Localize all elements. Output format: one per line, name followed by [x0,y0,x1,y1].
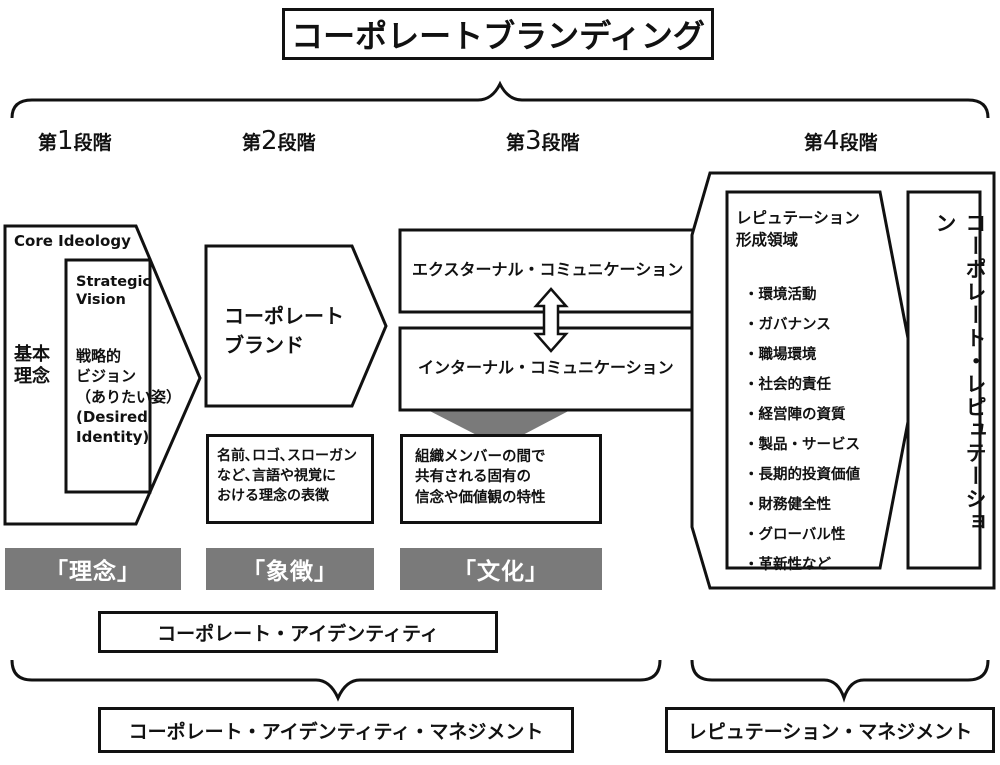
corporate-identity-box: コーポレート・アイデンティティ [98,611,498,653]
stage-suffix: 段階 [839,132,878,154]
basic-philosophy-label: 基本 理念 [14,344,50,387]
external-communication-label: エクスターナル・コミュニケーション [412,260,684,279]
internal-communication-label: インターナル・コミュニケーション [418,358,674,377]
list-item: ・職場環境 [744,347,817,363]
stage-number: 2 [261,126,278,156]
top-brace [10,80,990,119]
page-title: コーポレートブランディング [282,8,714,60]
stage-number: 4 [823,126,840,156]
stage-1-heading: 第1段階 [38,126,112,156]
corporate-brand-label: コーポレート ブランド [224,304,344,357]
strategic-vision-en: Strategic Vision [76,274,152,309]
stage3-desc-box: 組織メンバーの間で 共有される固有の 信念や価値観の特性 [400,434,602,524]
core-ideology-label: Core Ideology [14,232,131,250]
stage3-gray-triangle [420,406,578,447]
list-item: ・社会的責任 [744,377,831,393]
label-philosophy: 「理念」 [5,548,181,590]
stage4-arrow [725,190,918,570]
stage3-desc: 組織メンバーの間で 共有される固有の 信念や価値観の特性 [415,449,546,506]
stage-prefix: 第 [242,132,262,154]
stage-suffix: 段階 [73,132,112,154]
stage2-desc-box: 名前､ロゴ､スローガン など､言語や視覚に おける理念の表徴 [206,434,374,524]
stage2-arrow [204,244,388,408]
list-item: ・製品・サービス [744,437,860,453]
stage2-desc: 名前､ロゴ､スローガン など､言語や視覚に おける理念の表徴 [217,448,357,504]
list-item: ・ガバナンス [744,317,831,333]
stage-suffix: 段階 [277,132,316,154]
list-item: ・グローバル性 [744,527,846,543]
stage1-inner-box [64,258,152,494]
bottom-right-brace [690,659,990,703]
stage-3-heading: 第3段階 [506,126,580,156]
reputation-items-list: ・環境活動 ・ガバナンス ・職場環境 ・社会的責任 ・経営陣の資質 ・製品・サー… [744,283,860,583]
reputation-area-title: レピュテーション 形成領域 [736,209,860,249]
stage-2-heading: 第2段階 [242,126,316,156]
bottom-left-brace [10,659,662,702]
stage-number: 1 [57,126,74,156]
list-item: ・長期的投資価値 [744,467,860,483]
stage-prefix: 第 [38,132,58,154]
list-item: ・財務健全性 [744,497,831,513]
double-arrow [533,287,569,353]
stage-prefix: 第 [804,132,824,154]
corporate-reputation-label: コーポレート・レピュテーション [933,212,987,534]
reputation-management-box: レピュテーション・マネジメント [665,707,995,753]
strategic-vision-ja: 戦略的 ビジョン （ありたい姿） (Desired Identity) [76,347,182,446]
stage-prefix: 第 [506,132,526,154]
list-item: ・環境活動 [744,287,817,303]
label-culture: 「文化」 [400,548,602,590]
label-symbol: 「象徴」 [206,548,374,590]
list-item: ・革新性など [744,557,831,573]
ci-management-box: コーポレート・アイデンティティ・マネジメント [98,707,574,753]
stage-4-heading: 第4段階 [804,126,878,156]
stage-number: 3 [525,126,542,156]
reputation-box [906,190,982,570]
list-item: ・経営陣の資質 [744,407,846,423]
stage-suffix: 段階 [541,132,580,154]
